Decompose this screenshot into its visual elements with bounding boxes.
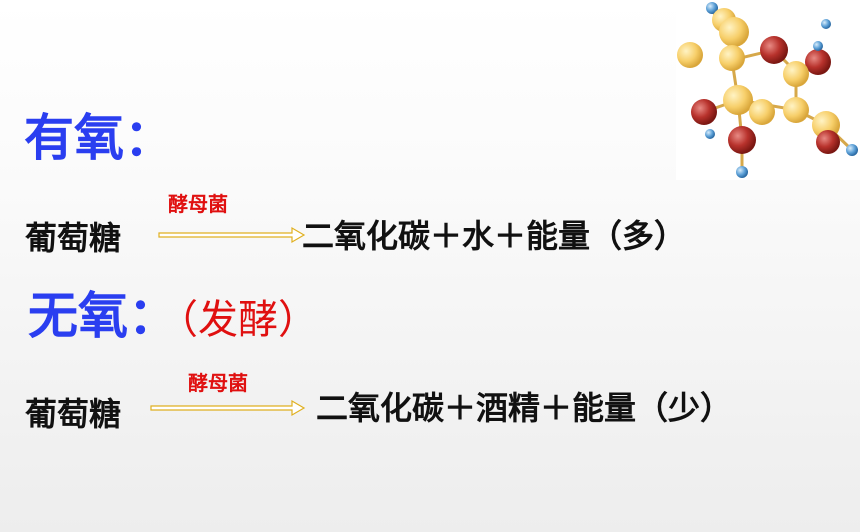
aerobic-reaction-arrow-icon — [158, 226, 306, 244]
anaerobic-reaction-arrow-icon — [150, 399, 306, 417]
anaerobic-catalyst-label: 酵母菌 — [188, 371, 248, 395]
anaerobic-products: 二氧化碳＋酒精＋能量（少） — [316, 389, 733, 427]
anaerobic-heading: 无氧：（发酵） — [28, 291, 318, 341]
anaerobic-heading-text: 无氧： — [28, 287, 178, 345]
aerobic-heading: 有氧： — [24, 113, 174, 163]
anaerobic-reactant: 葡萄糖 — [25, 395, 122, 433]
aerobic-reactant: 葡萄糖 — [25, 219, 122, 257]
aerobic-heading-text: 有氧： — [24, 109, 174, 167]
fermentation-note: （发酵） — [178, 297, 318, 343]
aerobic-products: 二氧化碳＋水＋能量（多） — [302, 217, 687, 255]
glucose-molecule-icon — [676, 0, 860, 180]
aerobic-catalyst-label: 酵母菌 — [168, 192, 228, 216]
